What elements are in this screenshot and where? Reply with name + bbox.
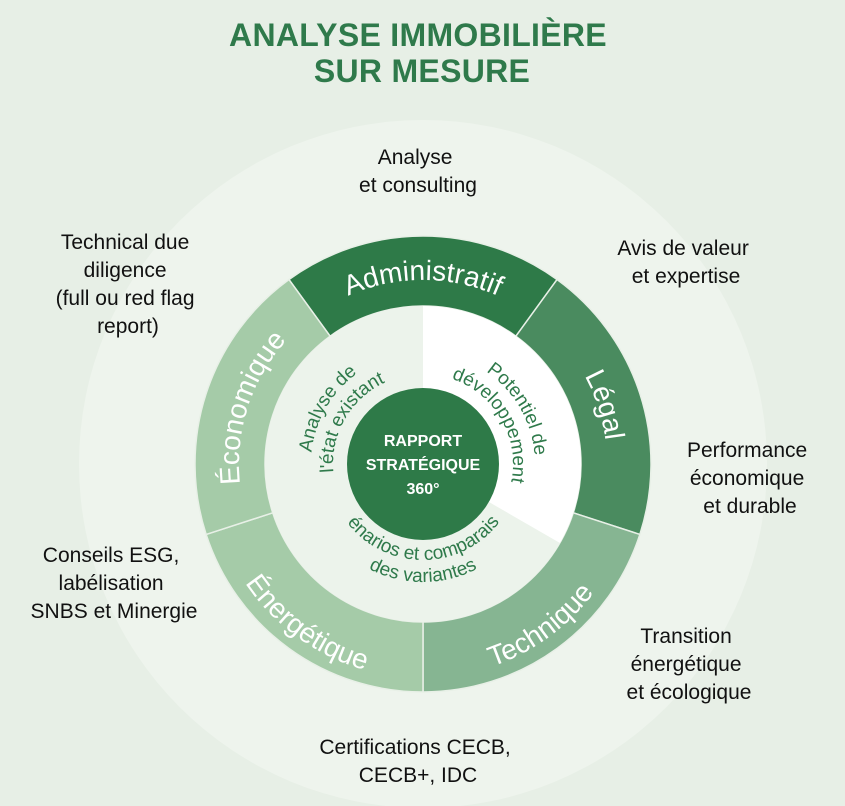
center-circle bbox=[347, 388, 499, 540]
outer-label-certifications: Certifications CECB, CECB+, IDC bbox=[319, 736, 516, 787]
center-label-line3: 360° bbox=[406, 481, 439, 498]
ring-segment-economique bbox=[194, 278, 332, 536]
center-label-line2: STRATÉGIQUE bbox=[366, 455, 481, 474]
outer-labels: Analyse et consulting Avis de valeur et … bbox=[31, 146, 813, 787]
outer-label-analyse-consulting: Analyse et consulting bbox=[359, 146, 477, 197]
center-label-line1: RAPPORT bbox=[384, 433, 462, 450]
ring-segments bbox=[194, 235, 652, 693]
outer-label-technical-due-diligence: Technical due diligence (full ou red fla… bbox=[56, 231, 201, 338]
diagram-title-line1: ANALYSE IMMOBILIÈRE bbox=[229, 17, 607, 53]
outer-label-conseils-esg: Conseils ESG, labélisation SNBS et Miner… bbox=[31, 544, 198, 623]
inner-section-scenarios bbox=[286, 464, 560, 622]
outer-label-avis-valeur: Avis de valeur et expertise bbox=[617, 237, 754, 288]
outer-label-performance: Performance économique et durable bbox=[687, 439, 813, 518]
outer-label-transition: Transition énergétique et écologique bbox=[627, 625, 752, 704]
diagram-title-line2: SUR MESURE bbox=[314, 53, 530, 89]
